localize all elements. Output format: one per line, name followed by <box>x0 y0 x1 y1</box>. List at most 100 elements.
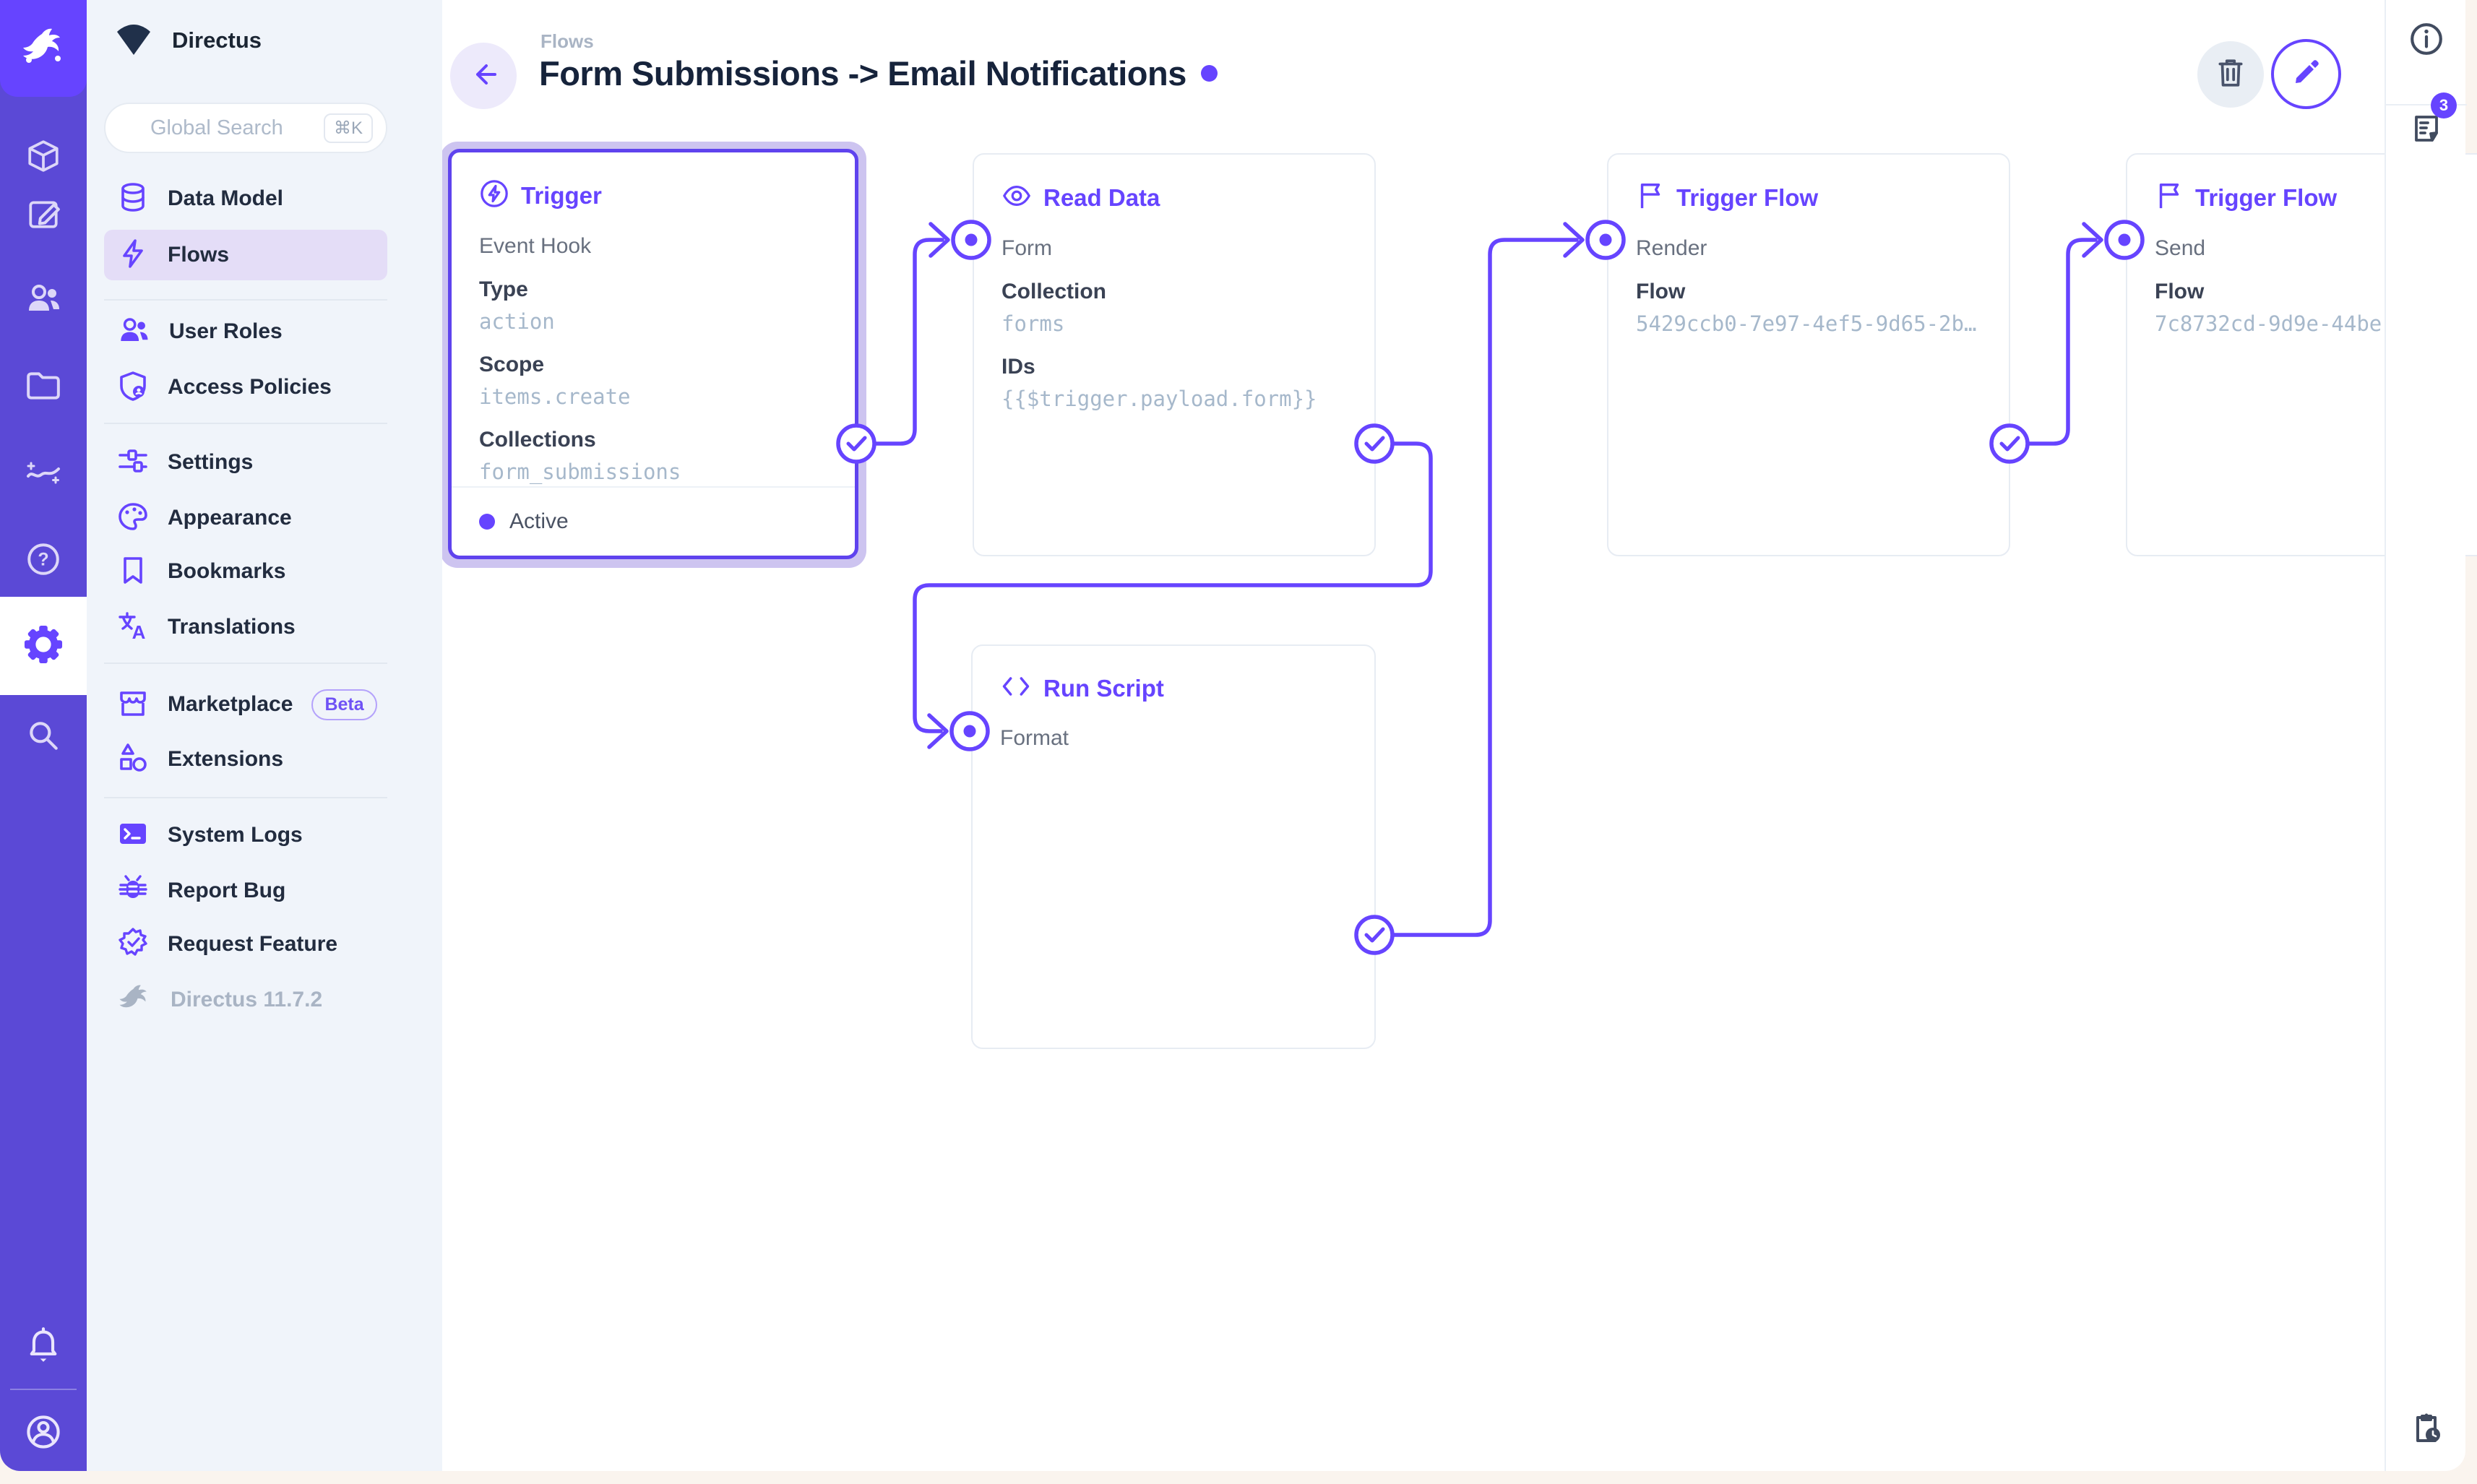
field-value: forms <box>1001 311 1065 336</box>
sidebar-item-label: Settings <box>168 450 254 474</box>
field-label: Type <box>479 277 528 301</box>
notices-count-badge: 3 <box>2431 92 2457 118</box>
back-button[interactable] <box>450 43 517 109</box>
sidebar-version: Directus 11.7.2 <box>104 975 387 1025</box>
info-button[interactable] <box>2386 0 2467 81</box>
notices-button[interactable] <box>2386 90 2467 171</box>
revisions-button[interactable] <box>2386 1390 2467 1471</box>
module-insights[interactable] <box>0 430 87 514</box>
field-value: items.create <box>479 384 631 409</box>
sidebar-item-label: Flows <box>168 243 230 267</box>
sidebar-item-report-bug[interactable]: Report Bug <box>104 866 387 916</box>
status-label: Active <box>509 509 569 533</box>
panel-node-name: Event Hook <box>479 234 592 258</box>
bolt-icon <box>117 238 149 273</box>
module-help[interactable]: ? <box>0 519 87 603</box>
right-sidebar: 3 <box>2385 0 2467 1471</box>
storefront-icon <box>117 687 149 722</box>
global-search-input[interactable]: Global Search ⌘K <box>104 103 387 153</box>
pencil-icon <box>2291 56 2322 92</box>
sidebar-item-flows[interactable]: Flows <box>104 230 387 280</box>
search-placeholder: Global Search <box>150 116 283 139</box>
rabbit-icon <box>20 28 66 69</box>
flow-panel-trigger[interactable]: Trigger Event Hook Type action Scope ite… <box>448 149 858 559</box>
panel-node-name: Format <box>1000 726 1069 750</box>
field-label: Collection <box>1001 280 1107 303</box>
panel-title: Trigger <box>521 181 602 209</box>
canvas[interactable]: Trigger Event Hook Type action Scope ite… <box>440 0 2477 1471</box>
field-label: Collections <box>479 428 596 452</box>
sidebar-item-settings[interactable]: Settings <box>104 437 387 488</box>
flow-panel-run-script[interactable]: Run Script Format <box>971 644 1376 1049</box>
shapes-icon <box>117 742 149 777</box>
sidebar-item-label: Access Policies <box>168 375 332 399</box>
sidebar-item-data-model[interactable]: Data Model <box>104 173 387 224</box>
sidebar-item-label: Appearance <box>168 506 292 530</box>
sidebar-item-translations[interactable]: A Translations <box>104 602 387 652</box>
sliders-icon <box>117 445 149 480</box>
panel-title: Trigger Flow <box>1676 184 1819 211</box>
box-icon <box>25 138 61 178</box>
directus-logo[interactable] <box>0 0 87 97</box>
code-icon <box>1000 672 1032 704</box>
bug-icon <box>117 873 149 909</box>
flow-panel-read-data[interactable]: Read Data Form Collection forms IDs {{$t… <box>973 153 1376 556</box>
unsaved-dot <box>1200 65 1218 82</box>
search-icon <box>25 717 61 757</box>
sidebar-item-system-logs[interactable]: System Logs <box>104 810 387 860</box>
bolt-circle-icon <box>479 178 509 212</box>
module-settings[interactable] <box>0 597 87 695</box>
status-dot <box>479 514 495 530</box>
module-files[interactable] <box>0 345 87 429</box>
sidebar-item-label: Data Model <box>168 186 284 210</box>
sidebar-divider <box>104 299 387 301</box>
sidebar-item-marketplace[interactable]: Marketplace Beta <box>104 679 387 730</box>
sidebar-item-request-feature[interactable]: Request Feature <box>104 919 387 970</box>
eye-icon <box>1001 181 1032 215</box>
field-value: {{$trigger.payload.form}} <box>1001 387 1317 411</box>
help-icon: ? <box>25 541 61 581</box>
bookmark-icon <box>117 554 149 590</box>
sidebar-item-appearance[interactable]: Appearance <box>104 493 387 543</box>
info-icon <box>2408 21 2444 61</box>
users-icon <box>25 281 62 319</box>
flow-panel-trigger-flow-render[interactable]: Trigger Flow Render Flow 5429ccb0-7e97-4… <box>1607 153 2010 556</box>
module-content[interactable] <box>0 116 87 199</box>
sidebar-item-access-policies[interactable]: Access Policies <box>104 362 387 413</box>
breadcrumb[interactable]: Flows <box>540 30 594 52</box>
right-sidebar-divider <box>2386 104 2467 105</box>
svg-text:?: ? <box>38 549 48 569</box>
sidebar-item-label: Marketplace <box>168 692 293 716</box>
module-bar: ? <box>0 0 87 1471</box>
clipboard-clock-icon <box>2409 1412 2444 1450</box>
module-users[interactable] <box>0 258 87 342</box>
account-button[interactable] <box>0 1392 87 1475</box>
log-list-icon <box>2409 111 2444 150</box>
panel-title: Run Script <box>1043 674 1164 702</box>
delete-button[interactable] <box>2197 41 2264 108</box>
notifications-button[interactable] <box>0 1305 87 1389</box>
palette-icon <box>117 501 149 536</box>
edit-button[interactable] <box>2271 39 2341 109</box>
terminal-icon <box>117 818 149 853</box>
sidebar-item-bookmarks[interactable]: Bookmarks <box>104 546 387 597</box>
field-label: IDs <box>1001 355 1035 379</box>
panel-node-name: Render <box>1636 236 1707 260</box>
flag-icon <box>1636 181 1665 215</box>
module-search[interactable] <box>0 695 87 779</box>
database-icon <box>117 181 149 217</box>
title-row: Form Submissions -> Email Notifications <box>539 53 1218 93</box>
project-header[interactable]: Directus <box>116 16 262 65</box>
panel-title: Trigger Flow <box>2195 184 2338 211</box>
sidebar-divider <box>104 423 387 424</box>
trash-icon <box>2215 56 2246 93</box>
module-editor[interactable] <box>0 173 87 257</box>
sidebar-item-extensions[interactable]: Extensions <box>104 734 387 785</box>
sidebar-item-user-roles[interactable]: User Roles <box>104 306 387 357</box>
status-bar: Active <box>452 486 855 556</box>
folder-icon <box>25 370 61 405</box>
field-value: 5429ccb0-7e97-4ef5-9d65-2b… <box>1636 311 1977 336</box>
sidebar-item-label: Request Feature <box>168 932 338 956</box>
flag-icon <box>2155 181 2184 215</box>
